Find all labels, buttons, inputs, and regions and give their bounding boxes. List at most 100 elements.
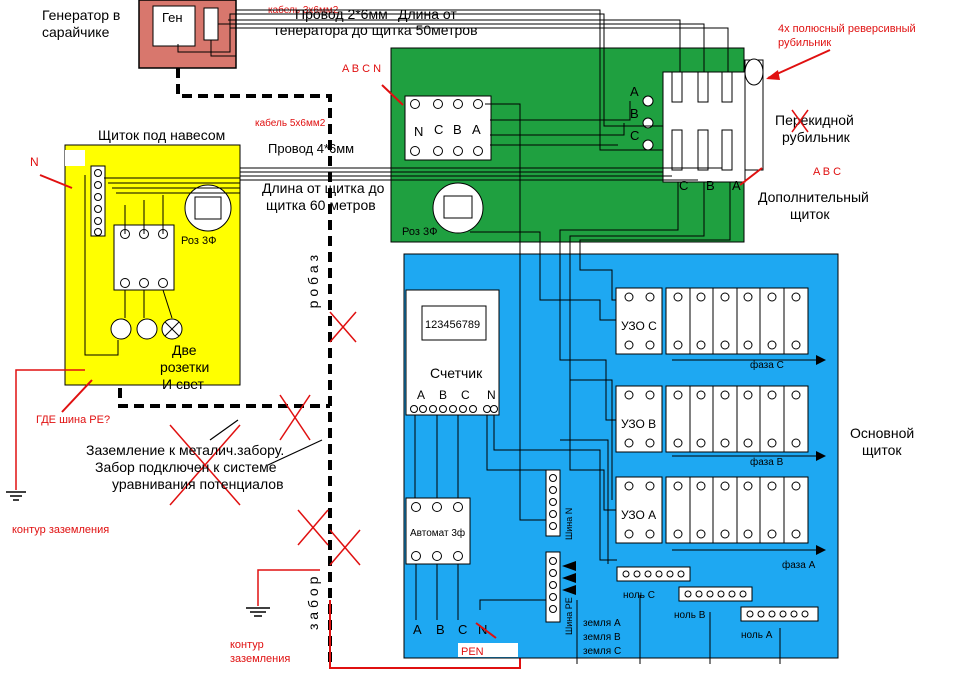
term-n: N [414, 124, 423, 139]
canopy-socket-face [194, 196, 222, 220]
out-n-cross [475, 622, 497, 639]
sw-a-label: A [630, 84, 639, 99]
meter-a: A [417, 388, 425, 402]
n-arrow [39, 174, 73, 189]
earth-a-label: земля A [583, 618, 621, 629]
pe-arrows [562, 561, 576, 595]
null-bus-c-screws [622, 570, 685, 578]
uzo-a-label: УЗО A [621, 508, 656, 522]
out-a: A [413, 622, 422, 637]
bot-c-label: C [679, 178, 688, 193]
switch-knob [744, 58, 764, 86]
abc-arrow [739, 167, 763, 186]
bus-n-screws [549, 474, 557, 530]
sw-b-label: B [630, 106, 639, 121]
canopy-socket-label: Роз 3Ф [181, 235, 216, 247]
out-b: B [436, 622, 445, 637]
switch-input-screws [642, 95, 654, 151]
null-bus-b-screws [684, 590, 747, 598]
light-x2 [164, 321, 180, 337]
abcn-top-label: A B C N [342, 63, 381, 75]
gen-unit [152, 5, 196, 47]
two-sockets-label-3: И свет [162, 376, 205, 392]
meter-display [421, 305, 487, 341]
ground-symbol-mid [246, 607, 270, 617]
phase-b-label: фаза B [750, 456, 784, 468]
out-c: C [458, 622, 467, 637]
fence-note-3: уравнивания потенциалов [112, 476, 284, 492]
pen-label: PEN [461, 646, 484, 658]
main-panel-label-2: щиток [862, 442, 902, 458]
canopy-panel-label: Щиток под навесом [98, 127, 225, 143]
reverse-switch-note: 4х полюсный реверсивный [778, 23, 916, 35]
length-panel-label: Длина от щитка до [262, 180, 385, 196]
length-gen-label-2: генератора до щитка 50метров [275, 22, 478, 38]
reverse-switch-note-2: рубильник [778, 37, 831, 49]
fence-arrow-2 [267, 439, 323, 466]
bus-n-label: Шина N [564, 508, 574, 540]
generator-title-1: Генератор в [42, 7, 120, 23]
meter-label: Счетчик [430, 365, 483, 381]
bus-pe-screws [549, 557, 557, 613]
reverse-arrow-head [766, 70, 780, 80]
green-socket-label: Роз 3Ф [402, 226, 437, 238]
pen-box [458, 643, 518, 657]
meter-c: C [461, 388, 470, 402]
extra-panel-label: Дополнительный [758, 189, 869, 205]
canopy-cutout [65, 150, 85, 166]
uzo-c-label: УЗО C [621, 319, 657, 333]
breaker-screws [624, 292, 801, 539]
socket-2 [136, 318, 158, 340]
null-bus-b [678, 586, 753, 602]
fence-word-bottom: з а б о р [305, 576, 321, 630]
uzo-b-label: УЗО B [621, 417, 656, 431]
gen-breaker [203, 7, 219, 41]
bot-b-label: B [706, 178, 715, 193]
generator-title-2: сарайчике [42, 24, 110, 40]
ground-loop-mid-label: контур [230, 639, 264, 651]
earth-b-label: земля B [583, 632, 621, 643]
wire-4x6-label: Провод 4*6мм [268, 141, 354, 156]
socket-1 [110, 318, 132, 340]
main-wires [414, 252, 617, 620]
length-panel-label-2: щитка 60 метров [266, 197, 376, 213]
bot-a-label: A [732, 178, 741, 193]
ground-loop-mid-label-2: заземления [230, 653, 290, 665]
phase-c-label: фаза C [750, 359, 784, 371]
wires [84, 9, 731, 356]
null-b-label: ноль B [674, 610, 706, 621]
term-c: C [434, 122, 443, 137]
abcn-arrow [381, 84, 404, 106]
bus-pe-label: Шина PE [564, 597, 574, 635]
abc-right-label: A B C [813, 166, 841, 178]
fence-note-1: Заземление к металич.забору. [86, 442, 284, 458]
ground-wire-left [15, 369, 85, 490]
dashed-route [118, 68, 332, 668]
earth-c-label: земля C [583, 646, 621, 657]
sw-c-label: C [630, 128, 639, 143]
green-socket-face [443, 195, 473, 219]
switch-label: Перекидной [775, 112, 854, 128]
term-a: A [472, 122, 481, 137]
fence-note-2: Забор подключен к системе [95, 459, 277, 475]
n-label: N [30, 155, 39, 169]
meter-number: 123456789 [425, 319, 480, 331]
automat-label: Автомат 3ф [410, 527, 465, 539]
term-b: B [453, 122, 462, 137]
null-bus-c [616, 566, 691, 582]
switch-label-2: рубильник [782, 129, 851, 145]
where-pe-arrow [61, 379, 93, 413]
two-sockets-label-2: розетки [160, 359, 209, 375]
phase-lines [672, 355, 826, 555]
out-n: N [478, 622, 487, 637]
switch-poles [671, 71, 733, 171]
meter-screws [410, 405, 498, 413]
green-terminal-screws [410, 99, 483, 156]
fence-crosses [169, 311, 361, 566]
gen-unit-label: Ген [162, 10, 183, 25]
automat-screws [411, 502, 463, 561]
cable-5x6-label: кабель 5х6мм2 [255, 117, 326, 129]
fence-word-top: р о б а з [305, 255, 321, 308]
